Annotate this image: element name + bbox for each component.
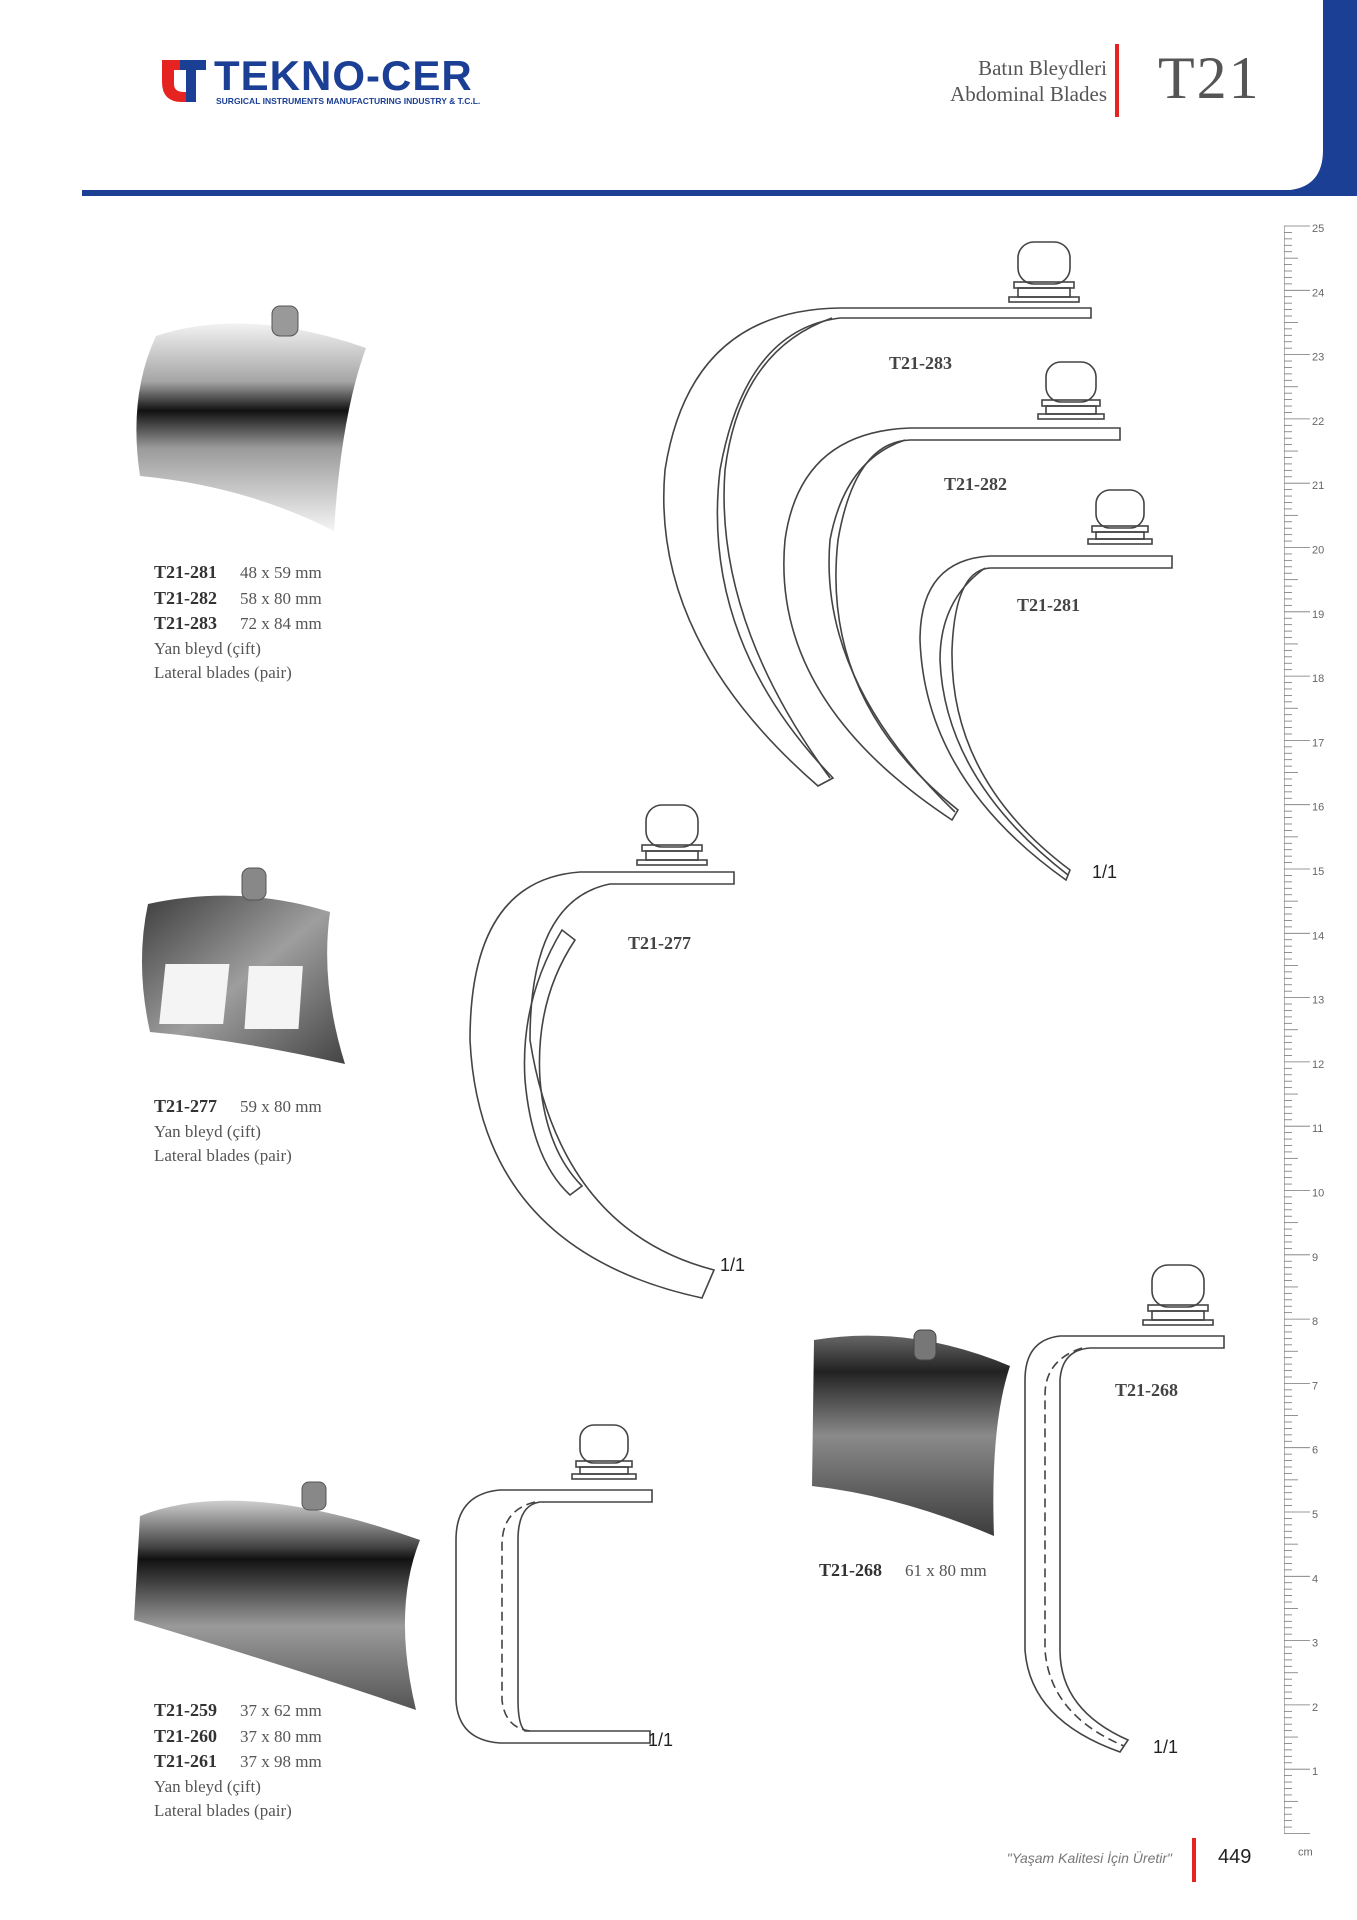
ruler-unit: cm bbox=[1298, 1847, 1313, 1859]
ruler-label: 5 bbox=[1312, 1509, 1318, 1521]
ruler-label: 11 bbox=[1312, 1123, 1323, 1135]
ruler-label: 20 bbox=[1312, 545, 1324, 557]
product-size: 58 x 80 mm bbox=[240, 588, 322, 608]
product-code: T21-268 bbox=[819, 1560, 882, 1580]
caption-t21-277-group: T21-277 59 x 80 mm Yan bleyd (çift) Later… bbox=[154, 1094, 322, 1169]
ruler-label: 23 bbox=[1312, 352, 1324, 364]
ruler-label: 15 bbox=[1312, 866, 1324, 878]
description-tr: Yan bleyd (çift) bbox=[154, 1121, 261, 1141]
drawing-t21-283 bbox=[663, 241, 1092, 787]
scale-mark: 1/1 bbox=[648, 1730, 674, 1750]
ruler-label: 16 bbox=[1312, 802, 1324, 814]
caption-t21-268-group: T21-268 61 x 80 mm bbox=[819, 1558, 987, 1584]
drawing-label: T21-268 bbox=[1115, 1380, 1178, 1400]
drawing-label: T21-282 bbox=[944, 474, 1007, 494]
scale-mark: 1/1 bbox=[1153, 1737, 1179, 1757]
page-title-en: Abdominal Blades bbox=[950, 82, 1107, 106]
photo-t21-268-blade bbox=[812, 1329, 1010, 1536]
ruler-label: 14 bbox=[1312, 930, 1324, 942]
ruler-label: 22 bbox=[1312, 416, 1324, 428]
footer-slogan: "Yaşam Kalitesi İçin Üretir" bbox=[1006, 1850, 1172, 1866]
ruler-label: 8 bbox=[1312, 1316, 1318, 1328]
ruler-label: 4 bbox=[1312, 1573, 1318, 1585]
ruler-label: 3 bbox=[1312, 1638, 1318, 1650]
page-title-tr: Batın Bleydleri bbox=[978, 56, 1107, 80]
ruler-label: 21 bbox=[1312, 480, 1324, 492]
title-divider bbox=[1115, 44, 1119, 117]
description-en: Lateral blades (pair) bbox=[154, 663, 292, 682]
brand-tagline: SURGICAL INSTRUMENTS MANUFACTURING INDUS… bbox=[216, 96, 481, 106]
product-size: 37 x 80 mm bbox=[240, 1726, 322, 1746]
ruler-label: 19 bbox=[1312, 609, 1324, 621]
scale-mark: 1/1 bbox=[720, 1255, 746, 1275]
brand-name: TEKNO-CER bbox=[214, 52, 473, 99]
description-en: Lateral blades (pair) bbox=[154, 1801, 292, 1820]
drawing-t21-268 bbox=[1024, 1264, 1225, 1753]
ruler-label: 12 bbox=[1312, 1059, 1324, 1071]
ruler-label: 18 bbox=[1312, 673, 1324, 685]
drawing-t21-259 bbox=[455, 1424, 653, 1744]
drawing-label: T21-277 bbox=[628, 933, 691, 953]
product-code: T21-260 bbox=[154, 1725, 217, 1746]
ruler-label: 24 bbox=[1312, 287, 1324, 299]
ruler-label: 9 bbox=[1312, 1252, 1318, 1264]
ruler-label: 10 bbox=[1312, 1188, 1324, 1200]
section-code: T21 bbox=[1158, 45, 1261, 111]
product-size: 48 x 59 mm bbox=[240, 563, 322, 582]
product-code: T21-283 bbox=[154, 613, 217, 633]
ruler-label: 13 bbox=[1312, 995, 1324, 1007]
description-tr: Yan bleyd (çift) bbox=[154, 1776, 261, 1796]
drawing-t21-282 bbox=[783, 361, 1121, 822]
product-size: 72 x 84 mm bbox=[240, 614, 322, 633]
page-number: 449 bbox=[1218, 1846, 1252, 1868]
ruler-label: 17 bbox=[1312, 737, 1324, 749]
product-code: T21-277 bbox=[154, 1096, 217, 1116]
footer-divider bbox=[1192, 1838, 1196, 1882]
product-size: 37 x 62 mm bbox=[240, 1701, 322, 1720]
measurement-ruler: 2524232221201918171615141312111098765432… bbox=[1284, 223, 1324, 1859]
product-code: T21-281 bbox=[154, 562, 217, 582]
description-en: Lateral blades (pair) bbox=[154, 1146, 292, 1165]
product-size: 61 x 80 mm bbox=[905, 1561, 987, 1580]
drawing-label: T21-283 bbox=[889, 353, 952, 373]
ruler-label: 25 bbox=[1312, 223, 1324, 235]
brand-logo: TEKNO-CER SURGICAL INSTRUMENTS MANUFACTU… bbox=[160, 52, 500, 108]
drawing-t21-277 bbox=[469, 804, 735, 1299]
product-code: T21-261 bbox=[154, 1751, 217, 1771]
photo-t21-281-blade bbox=[136, 305, 366, 531]
ruler-label: 2 bbox=[1312, 1702, 1318, 1714]
product-code: T21-282 bbox=[154, 587, 217, 608]
ruler-label: 6 bbox=[1312, 1445, 1318, 1457]
ruler-label: 7 bbox=[1312, 1380, 1318, 1392]
photo-t21-277-blade bbox=[141, 867, 345, 1064]
caption-t21-259-group: T21-259 37 x 62 mm T21-260 37 x 80 mm T21-… bbox=[154, 1698, 322, 1824]
photo-t21-259-blade bbox=[134, 1481, 420, 1710]
drawing-label: T21-281 bbox=[1017, 595, 1080, 615]
scale-mark: 1/1 bbox=[1092, 862, 1118, 882]
drawing-t21-281 bbox=[919, 489, 1173, 882]
brand-logo-mark-icon bbox=[162, 60, 206, 102]
product-size: 59 x 80 mm bbox=[240, 1097, 322, 1116]
ruler-label: 1 bbox=[1312, 1766, 1318, 1778]
product-code: T21-259 bbox=[154, 1700, 217, 1720]
product-size: 37 x 98 mm bbox=[240, 1752, 322, 1771]
description-tr: Yan bleyd (çift) bbox=[154, 638, 261, 658]
caption-t21-281-group: T21-281 48 x 59 mm T21-282 58 x 80 mm T21-… bbox=[154, 560, 322, 686]
